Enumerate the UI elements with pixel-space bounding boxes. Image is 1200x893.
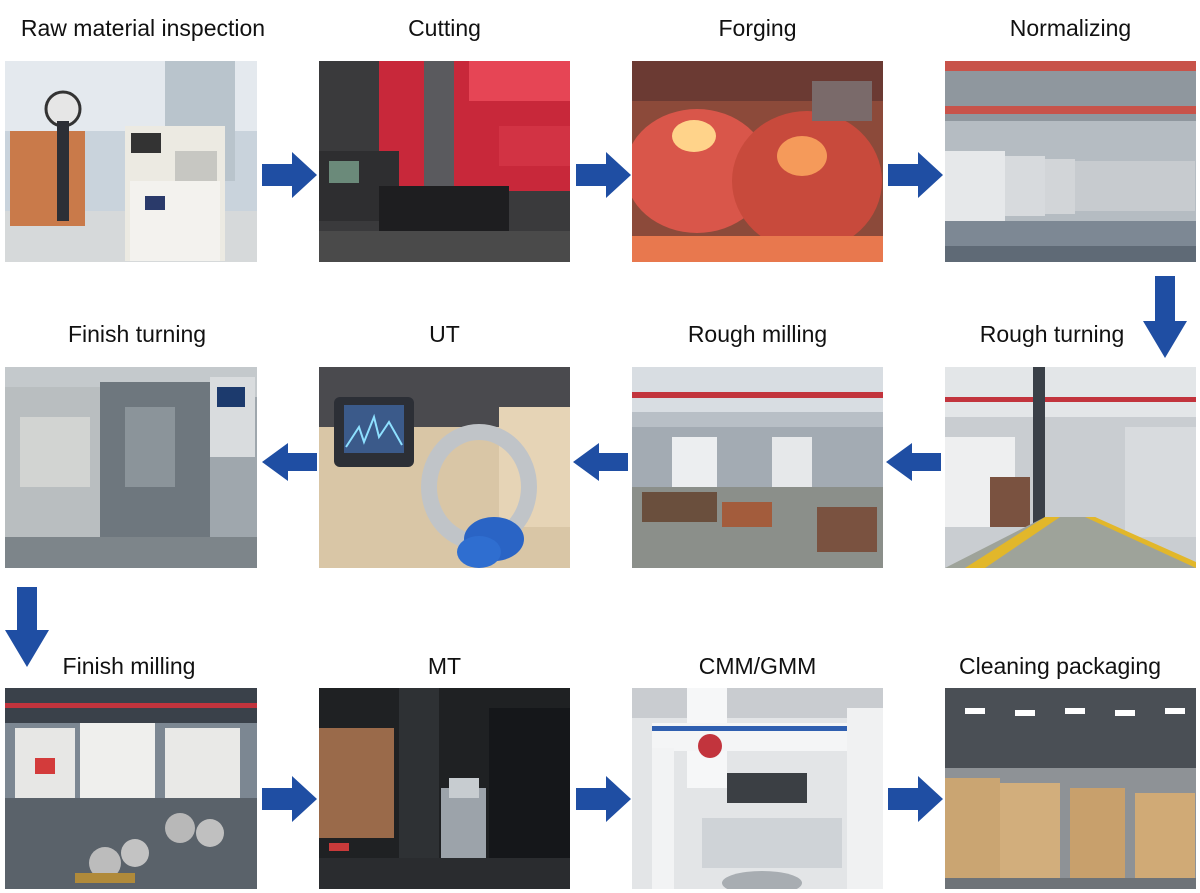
step-label: CMM/GMM bbox=[698, 653, 817, 679]
step-label: Cutting bbox=[408, 15, 481, 41]
normalizing-photo bbox=[945, 61, 1196, 262]
step-label: MT bbox=[427, 653, 462, 679]
step-label: Normalizing bbox=[1009, 15, 1132, 41]
cutting-photo bbox=[319, 61, 570, 262]
flow-arrow-down bbox=[5, 587, 49, 667]
flow-arrow-right bbox=[576, 776, 631, 822]
mt-photo bbox=[319, 688, 570, 889]
rough-milling-photo bbox=[632, 367, 883, 568]
finish-turning-photo bbox=[5, 367, 257, 568]
step-label: Forging bbox=[718, 15, 797, 41]
flow-arrow-right bbox=[888, 152, 943, 198]
flow-arrow-left bbox=[573, 443, 628, 481]
cmm-gmm-photo bbox=[632, 688, 883, 889]
forging-photo bbox=[632, 61, 883, 262]
step-label: UT bbox=[429, 321, 460, 347]
flow-arrow-right bbox=[888, 776, 943, 822]
step-label: Cleaning packaging bbox=[958, 653, 1162, 679]
raw-material-inspection-photo bbox=[5, 61, 257, 262]
flow-arrow-right bbox=[262, 776, 317, 822]
step-label: Rough milling bbox=[687, 321, 828, 347]
flow-arrow-left bbox=[262, 443, 317, 481]
cleaning-packaging-photo bbox=[945, 688, 1196, 889]
step-label: Finish turning bbox=[67, 321, 207, 347]
step-label: Raw material inspection bbox=[20, 15, 266, 41]
flow-arrow-left bbox=[886, 443, 941, 481]
step-label: Finish milling bbox=[62, 653, 196, 679]
step-label: Rough turning bbox=[979, 321, 1125, 347]
flow-arrow-down bbox=[1143, 276, 1187, 358]
finish-milling-photo bbox=[5, 688, 257, 889]
flow-arrow-right bbox=[576, 152, 631, 198]
flow-arrow-right bbox=[262, 152, 317, 198]
rough-turning-photo bbox=[945, 367, 1196, 568]
ut-photo bbox=[319, 367, 570, 568]
